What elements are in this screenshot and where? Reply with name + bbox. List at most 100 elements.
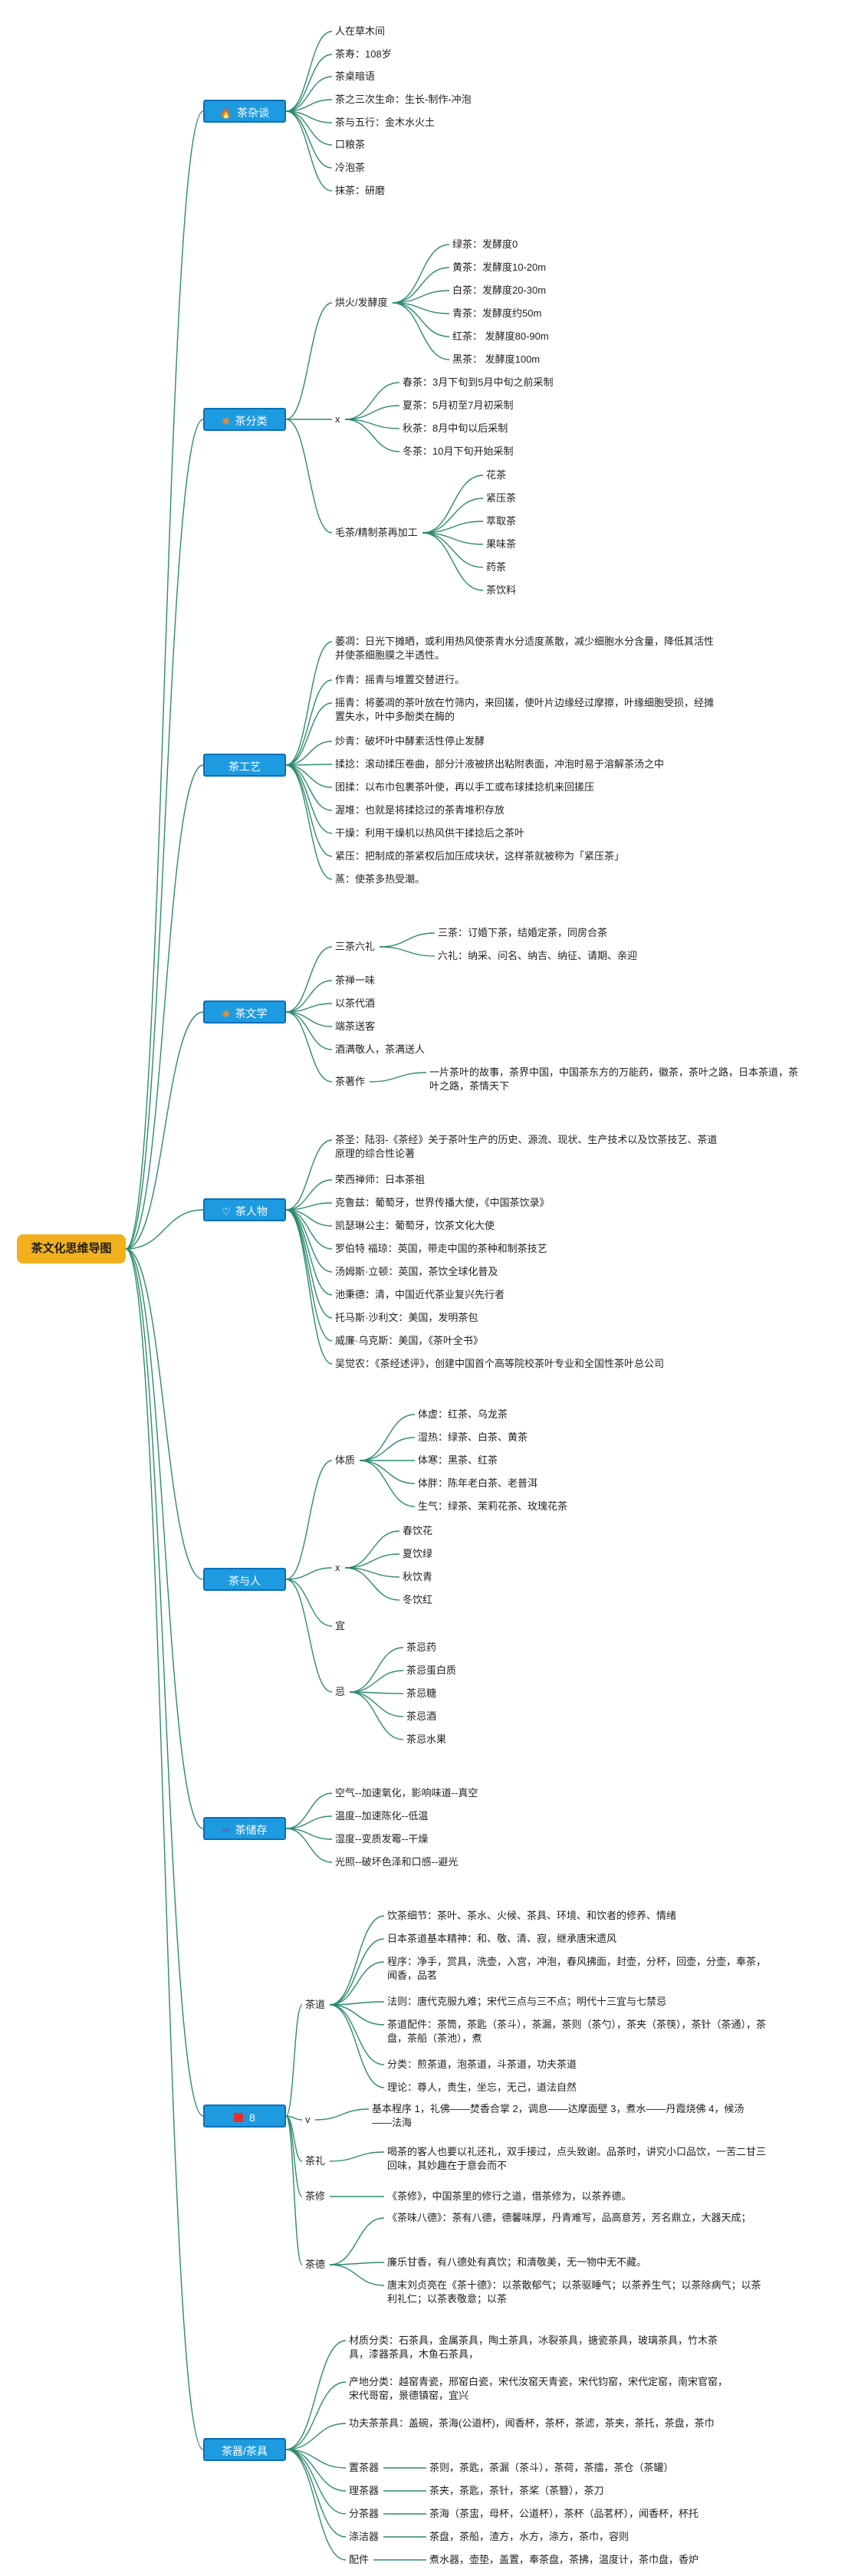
tizhi-item[interactable]: 体寒：黑茶、红茶: [418, 1454, 498, 1466]
zatan-item[interactable]: 口粮茶: [335, 139, 366, 150]
fermentation-item[interactable]: 黑茶： 发酵度100m: [452, 353, 541, 365]
fenlei-season[interactable]: x: [335, 413, 340, 425]
chaqi-tool-text[interactable]: 茶夹，茶匙，茶针，茶桨（茶簪），茶刀: [429, 2485, 604, 2496]
branch-chaqi[interactable]: 茶器/茶具: [203, 2438, 286, 2461]
renwu-item[interactable]: 罗伯特 福琼：英国，带走中国的茶种和制茶技艺: [335, 1243, 547, 1254]
gongyi-item[interactable]: 揉捻：滚动揉压卷曲，部分汁液被挤出粘附表面，冲泡时易于溶解茶汤之中: [335, 758, 665, 770]
season-item[interactable]: 春茶：3月下旬到5月中旬之前采制: [403, 376, 554, 388]
fermentation-item[interactable]: 青茶：发酵度约50m: [452, 307, 542, 319]
zatan-item[interactable]: 抹茶：研磨: [335, 185, 386, 196]
wenxue-liuli[interactable]: 三茶六礼: [335, 941, 376, 952]
chadao-item[interactable]: 饮茶细节：茶叶、茶水、火候、茶具、环境、和饮者的修养、情绪: [387, 1910, 677, 1921]
fenlei-fermentation[interactable]: 烘火/发酵度: [335, 297, 388, 308]
tizhi-item[interactable]: 体胖：陈年老白茶、老普洱: [418, 1477, 538, 1489]
season-item[interactable]: 夏茶：5月初至7月初采制: [403, 399, 514, 411]
chade-item[interactable]: 廉乐甘香，有八德处有真饮；和清敬美，无一物中无不藏。: [387, 2256, 647, 2268]
reprocess-item[interactable]: 萃取茶: [486, 515, 517, 527]
zatan-item[interactable]: 冷泡茶: [335, 162, 366, 173]
dao-chade[interactable]: 茶德: [305, 2259, 326, 2270]
reprocess-item[interactable]: 花茶: [486, 469, 507, 481]
gongyi-item[interactable]: 摇青：将萎凋的茶叶放在竹筛内，来回搓，使叶片边缘经过摩擦，叶缘细胞受损，经摊置失…: [335, 697, 715, 722]
yuren-season-item[interactable]: 冬饮红: [403, 1594, 433, 1605]
chaqi-tool-text[interactable]: 茶海（茶盅，母杯，公道杯），茶杯（品茗杯），闻香杯，杯托: [429, 2508, 699, 2519]
chucun-item[interactable]: 光照--破坏色泽和口感--避光: [335, 1856, 459, 1868]
chadao-item[interactable]: 法则：唐代克服九难；宋代三点与三不点；明代十三宜与七禁忌: [387, 1996, 667, 2007]
chadao-item[interactable]: 程序：净手，赏具，洗壶，入宫，冲泡，春风拂面，封壶，分杯，回壶，分壶，奉茶，闻香…: [387, 1956, 767, 1981]
branch-wenxue[interactable]: ✺茶文学: [203, 1001, 286, 1024]
reprocess-item[interactable]: 果味茶: [486, 538, 517, 550]
tizhi-item[interactable]: 湿热：绿茶、白茶、黄茶: [418, 1431, 528, 1443]
renwu-item[interactable]: 茶圣：陆羽-《茶经》关于茶叶生产的历史、源流、现状、生产技术以及饮茶技艺、茶道原…: [335, 1134, 718, 1159]
season-item[interactable]: 秋茶：8月中旬以后采制: [403, 422, 508, 434]
fermentation-item[interactable]: 白茶：发酵度20-30m: [452, 284, 547, 296]
chaqi-tool-label[interactable]: 涤洁器: [349, 2531, 380, 2542]
ji-item[interactable]: 茶忌药: [406, 1641, 437, 1653]
chaqi-item[interactable]: 功夫茶茶具：盖碗，茶海(公道杯)，闻香杯，茶杯，茶滤，茶夹，茶托，茶盘，茶巾: [349, 2417, 715, 2429]
root-node[interactable]: 茶文化思维导图: [17, 1234, 126, 1263]
gongyi-item[interactable]: 作青：摇青与堆置交替进行。: [335, 674, 465, 685]
renwu-item[interactable]: 荣西禅师：日本茶祖: [335, 1174, 426, 1185]
ji-item[interactable]: 茶忌糖: [406, 1687, 437, 1699]
fermentation-item[interactable]: 黄茶：发酵度10-20m: [452, 261, 547, 273]
gongyi-item[interactable]: 团揉：以布巾包裹茶叶使，再以手工或布球揉捻机来回搓压: [335, 781, 595, 793]
chaqi-tool-label[interactable]: 置茶器: [349, 2462, 380, 2473]
liuli-item[interactable]: 六礼：纳采、问名、纳吉、纳征、请期、亲迎: [438, 950, 638, 961]
zatan-item[interactable]: 茶与五行：金木水火土: [335, 117, 436, 128]
renwu-item[interactable]: 威廉·乌克斯：美国，《茶叶全书》: [335, 1335, 483, 1346]
dao-chadao[interactable]: 茶道: [305, 1999, 326, 2010]
chade-item[interactable]: 唐末刘贞亮在《茶十德》：以茶散郁气；以茶驱睡气；以茶养生气；以茶除病气；以茶利礼…: [387, 2279, 761, 2305]
fenlei-reprocess[interactable]: 毛茶/精制茶再加工: [335, 527, 418, 538]
gongyi-item[interactable]: 渥堆：也就是将揉捻过的茶青堆积存放: [335, 804, 505, 816]
chadao-item[interactable]: 理论：尊人，贵生，坐忘，无己，道法自然: [387, 2082, 577, 2093]
gongyi-item[interactable]: 紧压：把制成的茶紧权后加压成块状，这样茶就被称为「紧压茶」: [335, 850, 625, 862]
branch-dao[interactable]: 8: [203, 2104, 286, 2128]
zatan-item[interactable]: 茶桌暗语: [335, 71, 376, 82]
chaqi-tool-label[interactable]: 理茶器: [349, 2485, 380, 2496]
renwu-item[interactable]: 吴觉农：《茶经述评》，创建中国首个高等院校茶叶专业和全国性茶叶总公司: [335, 1358, 665, 1369]
chaqi-tool-label[interactable]: 配件: [349, 2554, 370, 2565]
season-item[interactable]: 冬茶：10月下旬开始采制: [403, 445, 514, 457]
chaqi-tool-text[interactable]: 茶盘，茶船，渣方，水方，涤方，茶巾，容则: [429, 2531, 630, 2542]
gongyi-item[interactable]: 炒青：破坏叶中酵素活性停止发酵: [335, 735, 485, 747]
renwu-item[interactable]: 汤姆斯·立顿：英国，茶饮全球化普及: [335, 1266, 498, 1277]
wenxue-works[interactable]: 茶著作: [335, 1076, 366, 1087]
wenxue-item[interactable]: 端茶送客: [335, 1020, 376, 1032]
chaqi-item[interactable]: 材质分类：石茶具，金属茶具，陶土茶具，冰裂茶具，搪瓷茶具，玻璃茶具，竹木茶具，漆…: [349, 2334, 718, 2360]
ji-item[interactable]: 茶忌酒: [406, 1710, 437, 1722]
wenxue-item[interactable]: 以茶代酒: [335, 997, 376, 1009]
dao-chali[interactable]: 茶礼: [305, 2155, 326, 2167]
chucun-item[interactable]: 湿度--变质发霉--干燥: [335, 1833, 429, 1845]
tizhi-item[interactable]: 生气：绿茶、茉莉花茶、玫瑰花茶: [418, 1500, 568, 1512]
ji-item[interactable]: 茶忌蛋白质: [406, 1664, 457, 1676]
dao-chaxiu[interactable]: 茶修: [305, 2190, 326, 2202]
yuren-ji[interactable]: 忌: [335, 1686, 346, 1697]
yi-text[interactable]: 基本程序 1，礼佛——焚香合掌 2，调息——达摩面壁 3，煮水——丹霞烧佛 4，…: [372, 2103, 745, 2128]
yuren-season-item[interactable]: 秋饮青: [403, 1571, 433, 1582]
chucun-item[interactable]: 温度--加速陈化--低温: [335, 1810, 429, 1822]
chaqi-tool-text[interactable]: 煮水器，壶垫，盖置，奉茶盘，茶拂，温度计，茶巾盘，香炉: [429, 2554, 699, 2565]
renwu-item[interactable]: 托马斯·沙利文：美国，发明茶包: [335, 1312, 478, 1323]
yuren-tizhi[interactable]: 体质: [335, 1454, 356, 1466]
renwu-item[interactable]: 池秉德：清，中国近代茶业复兴先行者: [335, 1289, 505, 1300]
branch-yuren[interactable]: 茶与人: [203, 1568, 286, 1591]
reprocess-item[interactable]: 紧压茶: [486, 492, 517, 504]
chadao-item[interactable]: 分类：煎茶道，泡茶道，斗茶道，功夫茶道: [387, 2058, 577, 2070]
zatan-item[interactable]: 人在草木间: [335, 25, 386, 37]
liuli-item[interactable]: 三茶：订婚下茶，结婚定茶，同房合茶: [438, 927, 608, 938]
zatan-item[interactable]: 茶寿：108岁: [335, 48, 392, 60]
branch-chucun[interactable]: ✂茶储存: [203, 1817, 286, 1840]
gongyi-item[interactable]: 蒸：使茶多热受潮。: [335, 873, 426, 885]
chaxiu-text[interactable]: 《茶修》，中国茶里的修行之道，借茶修为，以茶养德。: [387, 2190, 632, 2202]
chadao-item[interactable]: 日本茶道基本精神：和、敬、清、寂，继承唐宋遗风: [387, 1933, 617, 1944]
reprocess-item[interactable]: 药茶: [486, 561, 507, 573]
gongyi-item[interactable]: 干燥：利用干燥机以热风供干揉捻后之茶叶: [335, 827, 525, 839]
yuren-season-item[interactable]: 春饮花: [403, 1525, 433, 1536]
zatan-item[interactable]: 茶之三次生命：生长-制作-冲泡: [335, 94, 472, 105]
chaqi-tool-label[interactable]: 分茶器: [349, 2508, 380, 2519]
yuren-season[interactable]: x: [335, 1562, 340, 1573]
fermentation-item[interactable]: 绿茶：发酵度0: [452, 238, 518, 250]
fermentation-item[interactable]: 红茶： 发酵度80-90m: [452, 330, 549, 342]
ji-item[interactable]: 茶忌水果: [406, 1733, 447, 1745]
chaqi-tool-text[interactable]: 茶则，茶匙，茶漏（茶斗），茶荷，茶擂，茶仓（茶罐）: [429, 2462, 674, 2473]
chucun-item[interactable]: 空气--加速氧化，影响味道--真空: [335, 1787, 478, 1799]
